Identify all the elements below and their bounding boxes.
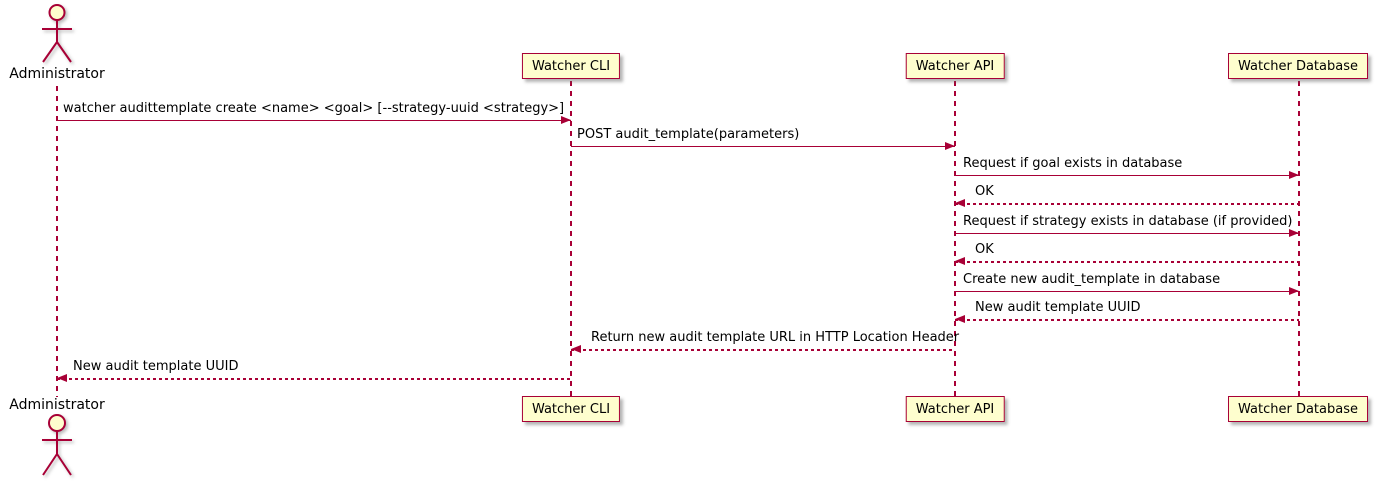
- message-line: [955, 319, 1299, 321]
- message-label: OK: [975, 184, 994, 199]
- message-line: [955, 233, 1299, 234]
- actor-label-administrator-top: Administrator: [9, 66, 105, 82]
- message-line: [57, 120, 571, 121]
- message-label: OK: [975, 242, 994, 257]
- message-line: [955, 203, 1299, 205]
- message-line: [955, 291, 1299, 292]
- arrowhead-icon: [1289, 229, 1299, 237]
- message-label: Create new audit_template in database: [963, 272, 1221, 287]
- arrowhead-icon: [561, 116, 571, 124]
- participant-box-watcher-cli-top: Watcher CLI: [521, 53, 621, 79]
- actor-icon-administrator-bottom: [42, 414, 72, 476]
- message-label: New audit template UUID: [73, 359, 239, 374]
- participant-box-watcher-database-top: Watcher Database: [1228, 53, 1368, 79]
- participant-box-watcher-api-top: Watcher API: [905, 53, 1005, 79]
- participant-box-watcher-api-bottom: Watcher API: [905, 396, 1005, 422]
- arrowhead-icon: [955, 199, 965, 207]
- arrowhead-icon: [955, 257, 965, 265]
- message-label: POST audit_template(parameters): [577, 127, 800, 142]
- arrowhead-icon: [57, 374, 67, 382]
- actor-icon-administrator-top: [42, 4, 72, 63]
- participant-box-watcher-database-bottom: Watcher Database: [1228, 396, 1368, 422]
- message-line: [955, 261, 1299, 263]
- message-line: [571, 146, 955, 147]
- arrowhead-icon: [945, 142, 955, 150]
- arrowhead-icon: [1289, 287, 1299, 295]
- participant-box-watcher-cli-bottom: Watcher CLI: [521, 396, 621, 422]
- lifeline-watcher-database: [1298, 81, 1300, 396]
- arrowhead-icon: [1289, 171, 1299, 179]
- actor-label-administrator-bottom: Administrator: [9, 397, 105, 413]
- message-line: [57, 378, 571, 380]
- message-label: Return new audit template URL in HTTP Lo…: [591, 330, 960, 345]
- lifeline-watcher-api: [954, 81, 956, 396]
- message-label: New audit template UUID: [975, 300, 1141, 315]
- message-line: [571, 349, 955, 351]
- lifeline-watcher-cli: [570, 81, 572, 396]
- message-label: Request if goal exists in database: [963, 156, 1183, 171]
- arrowhead-icon: [571, 345, 581, 353]
- message-label: watcher audittemplate create <name> <goa…: [63, 101, 565, 116]
- arrowhead-icon: [955, 315, 965, 323]
- message-line: [955, 175, 1299, 176]
- lifeline-administrator: [56, 86, 58, 397]
- message-label: Request if strategy exists in database (…: [963, 214, 1293, 229]
